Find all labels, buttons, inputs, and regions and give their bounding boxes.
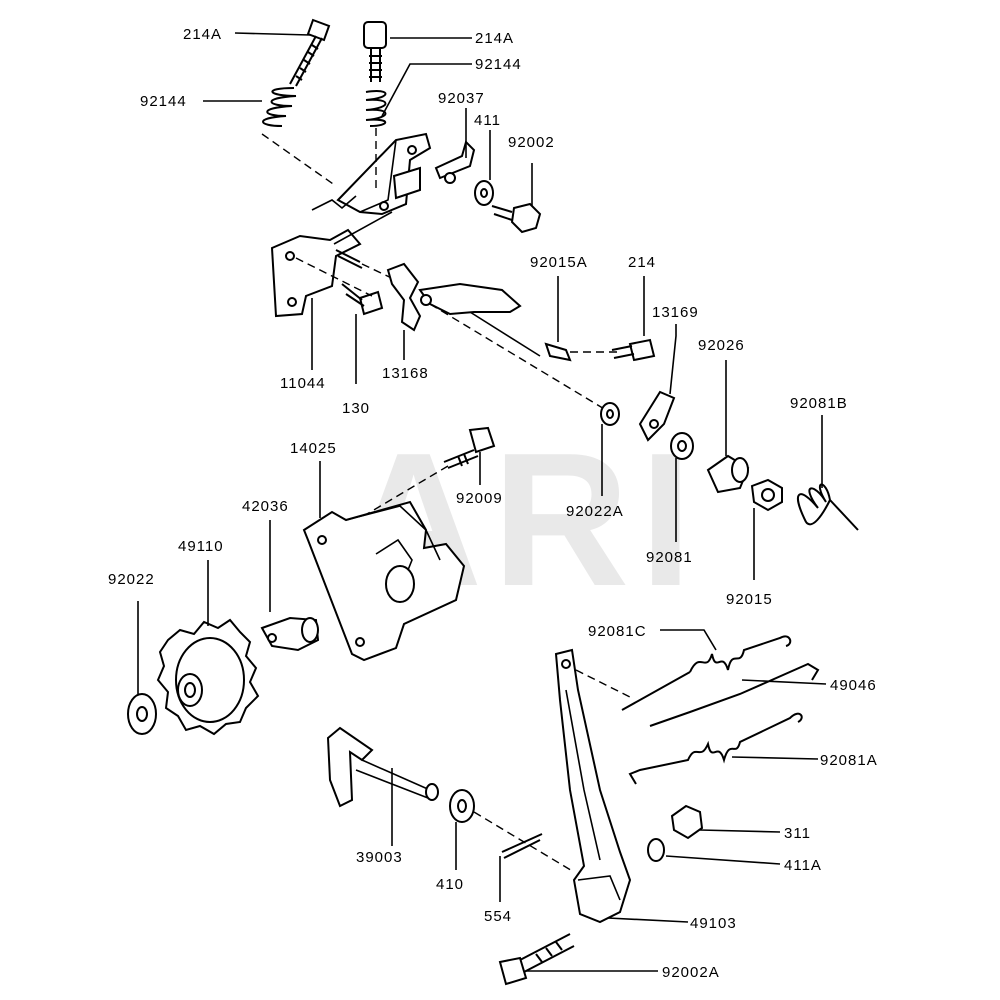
bolt-92002A (498, 933, 575, 986)
label-13169: 13169 (652, 304, 699, 321)
screw-214A-left (289, 18, 331, 87)
label-92081B: 92081B (790, 395, 848, 412)
governor-bracket-upper (336, 132, 432, 216)
label-11044: 11044 (280, 375, 326, 392)
nut-311 (670, 804, 704, 840)
label-92015: 92015 (726, 591, 773, 608)
bracket-11044 (270, 228, 362, 318)
label-42036: 42036 (242, 498, 289, 515)
label-92009: 92009 (456, 490, 503, 507)
label-92002A: 92002A (662, 964, 720, 981)
label-13168: 13168 (382, 365, 429, 382)
label-130: 130 (342, 400, 370, 417)
rod-49046 (649, 662, 820, 727)
screw-214A-right (363, 21, 387, 82)
collar-92026 (706, 454, 750, 494)
label-214A-left: 214A (183, 26, 222, 43)
label-214: 214 (628, 254, 656, 271)
lever-13169 (638, 390, 676, 442)
pin-92015A (544, 342, 572, 362)
label-92081: 92081 (646, 549, 693, 566)
label-411: 411 (474, 112, 501, 129)
label-39003: 39003 (356, 849, 403, 866)
label-92022A: 92022A (566, 503, 624, 520)
label-49103: 49103 (690, 915, 737, 932)
label-92015A: 92015A (530, 254, 588, 271)
pawl-42036 (260, 616, 320, 652)
shaft-39003 (326, 726, 439, 808)
spring-92081B (797, 483, 859, 531)
washer-411A (647, 838, 665, 862)
spring-92144-left (262, 87, 297, 127)
label-92026: 92026 (698, 337, 745, 354)
label-214A-right: 214A (475, 30, 514, 47)
gear-49110 (156, 618, 260, 736)
label-410: 410 (436, 876, 464, 893)
bolt-130 (341, 283, 384, 316)
label-92081C: 92081C (588, 623, 647, 640)
label-92081A: 92081A (820, 752, 878, 769)
label-49110: 49110 (178, 538, 224, 555)
bolt-214 (611, 338, 656, 362)
label-92144-right: 92144 (475, 56, 522, 73)
housing-14025 (302, 500, 466, 662)
clip-92037 (434, 140, 476, 180)
pin-554 (501, 833, 543, 859)
spring-92081A (628, 712, 803, 785)
lever-49103 (554, 648, 632, 924)
screw-small (335, 249, 363, 269)
label-14025: 14025 (290, 440, 337, 457)
label-92002: 92002 (508, 134, 555, 151)
governor-arm (418, 282, 522, 316)
label-92022: 92022 (108, 571, 155, 588)
leader-lines (137, 32, 827, 972)
bolt-92002 (491, 202, 542, 234)
label-92144-left: 92144 (140, 93, 187, 110)
label-411A: 411A (784, 857, 822, 874)
spring-92081C (621, 635, 792, 711)
label-311: 311 (784, 825, 811, 842)
screw-92009 (443, 426, 496, 469)
spring-92144-right (365, 90, 387, 127)
label-554: 554 (484, 908, 512, 925)
label-49046: 49046 (830, 677, 877, 694)
label-92037: 92037 (438, 90, 485, 107)
lever-13168 (386, 262, 422, 332)
